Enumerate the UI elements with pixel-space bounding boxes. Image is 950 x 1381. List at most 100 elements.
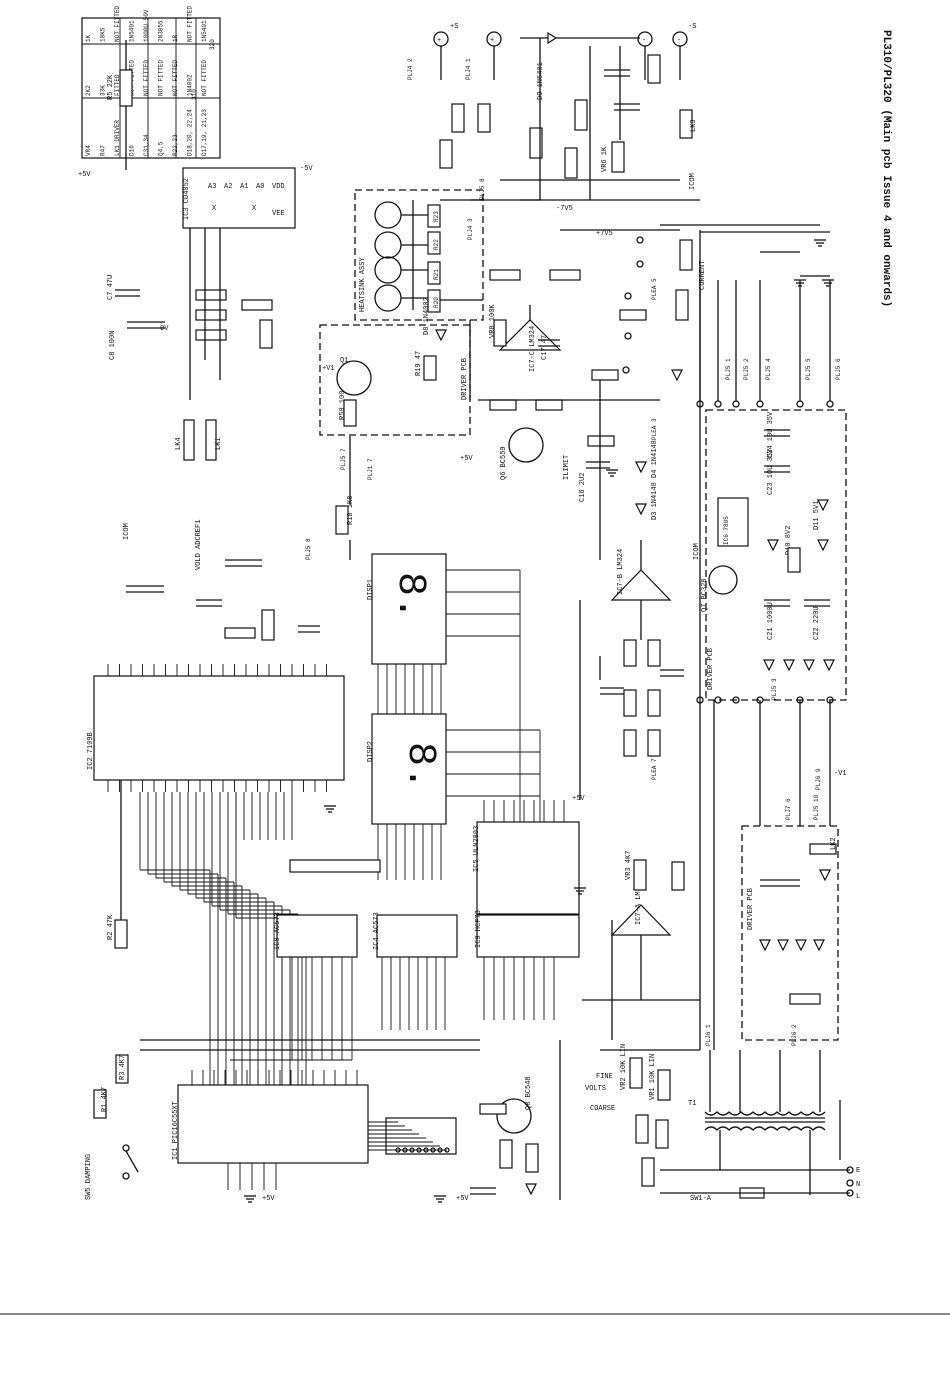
svg-text:Q1: Q1 <box>340 357 348 365</box>
svg-text:Q6 BC559: Q6 BC559 <box>500 446 508 480</box>
ic1-pic-microcontroller: IC1 PIC16C55XT <box>172 1070 369 1190</box>
svg-text:SW1-A: SW1-A <box>690 1195 712 1203</box>
svg-text:C22 220U: C22 220U <box>813 606 821 640</box>
table-cell: NOT FITTED <box>143 60 150 96</box>
power-rails <box>349 199 831 1200</box>
svg-text:+7V5: +7V5 <box>596 230 613 238</box>
sheet-title: PL310/PL320 (Main pcb Issue 4 and onward… <box>880 30 892 307</box>
svg-text:ICOM: ICOM <box>689 173 697 190</box>
svg-text:VEE: VEE <box>272 210 285 218</box>
svg-text:+5V: +5V <box>460 455 473 463</box>
connector-pin-label: PLEA 7 <box>651 758 658 780</box>
svg-text:-5V: -5V <box>300 165 313 173</box>
svg-text:DISP1: DISP1 <box>367 579 375 600</box>
ic5-bus-lines <box>483 800 565 1020</box>
connector-pin-label: PLJ5 10 <box>813 794 820 820</box>
ic5-uln2803: IC5 ULN2803 <box>473 821 580 915</box>
table-cell: NOT FITTED <box>172 60 179 96</box>
svg-text:Q7 BC328: Q7 BC328 <box>701 578 709 612</box>
table-cell: VR4 <box>85 145 92 156</box>
svg-text:VR2 10K LIN: VR2 10K LIN <box>620 1044 628 1090</box>
svg-text:IC2 7109B: IC2 7109B <box>87 732 95 770</box>
svg-text:N: N <box>856 1181 860 1189</box>
ic7a-opamp: IC7-A LM324 VR3 4K7 <box>610 851 685 1000</box>
table-cell: FITTED <box>114 74 121 96</box>
connector-pin-label: PLJ5 8 <box>305 538 312 560</box>
ground-symbols <box>244 239 834 1203</box>
driver-pcb-regulator: DRIVER PCB IC6 7805 Q7 BC328 C24 10U 35V… <box>701 409 847 701</box>
svg-text:E: E <box>856 1167 860 1175</box>
current-range-switch: CURRENT <box>591 236 707 382</box>
connector-pin-label: PLJ5 2 <box>743 358 750 380</box>
svg-text:DRIVER PCB: DRIVER PCB <box>747 888 755 930</box>
table-cell: NOT FITTED <box>187 6 194 42</box>
svg-text:D11 5V1: D11 5V1 <box>813 501 821 530</box>
connector-pin-label: PLJ7 6 <box>785 798 792 820</box>
svg-text:D8 1N4002: D8 1N4002 <box>423 297 431 335</box>
svg-text:R3 4K7: R3 4K7 <box>119 1055 127 1080</box>
svg-text:L: L <box>856 1193 860 1201</box>
heatsink-assembly: HEATSINK ASSY R23 R22 R21 R20 <box>354 189 484 321</box>
connector-pin-label: PLJ5 3 <box>771 678 778 700</box>
ic7c-opamp: IC7-C LM324 C17 47 VR8 100K <box>489 269 581 372</box>
svg-text:C7 47U: C7 47U <box>107 275 115 300</box>
svg-text:VR1 10K LIN: VR1 10K LIN <box>649 1054 657 1100</box>
svg-text:+5V: +5V <box>78 171 91 179</box>
svg-text:-V1: -V1 <box>834 770 847 778</box>
svg-text:IC7-A LM324: IC7-A LM324 <box>635 879 643 925</box>
table-cell: NOT FITTED <box>114 6 121 42</box>
svg-text:LK3: LK3 <box>690 119 698 132</box>
svg-text:IC9 HCF73: IC9 HCF73 <box>475 910 483 948</box>
svg-text:-7V5: -7V5 <box>556 205 573 213</box>
svg-text:ICOM: ICOM <box>123 523 131 540</box>
damping-switch-area: SW5 DAMPING R1 4K7 R3 4K7 R2 47K <box>85 780 139 1200</box>
svg-text:-S: -S <box>688 23 696 31</box>
svg-text:LK4: LK4 <box>175 437 183 450</box>
svg-text:+: + <box>437 37 441 45</box>
svg-text:A1: A1 <box>240 183 248 191</box>
rail-labels: +5V 0V -5V +7V5 -7V5 +V1 -V1 ICOM +5V +5… <box>78 165 847 1203</box>
svg-text:IC7-B LM324: IC7-B LM324 <box>617 549 625 595</box>
svg-text:HEATSINK ASSY: HEATSINK ASSY <box>359 257 367 312</box>
display-segment-lines <box>289 569 541 880</box>
table-cell: R22,23 <box>172 134 179 156</box>
svg-text:IC7-C LM324: IC7-C LM324 <box>529 326 537 372</box>
svg-text:IC5 ULN2803: IC5 ULN2803 <box>473 826 481 872</box>
svg-text:VR3 4K7: VR3 4K7 <box>625 851 633 880</box>
connector-pin-label: PLJ5 4 <box>765 358 772 380</box>
connector-pin-label: PLJ6 2 <box>791 1024 798 1046</box>
svg-text:C24 10U 35V: C24 10U 35V <box>767 411 775 458</box>
connector-pin-label: PLJ5 5 <box>805 358 812 380</box>
q8-transistor: Q8 BC548 <box>470 1076 539 1196</box>
svg-text:VR8 100K: VR8 100K <box>489 304 497 338</box>
centre-resistor-ladder <box>599 639 684 757</box>
svg-text:T1: T1 <box>688 1100 696 1108</box>
table-cell: 1N4002 <box>187 74 194 96</box>
svg-text:8.: 8. <box>387 572 432 620</box>
svg-text:IC4 AC573: IC4 AC573 <box>373 912 381 950</box>
svg-text:A0: A0 <box>256 183 264 191</box>
svg-text:C16 2U2: C16 2U2 <box>579 473 587 502</box>
svg-text:D4 1N4148: D4 1N4148 <box>651 440 659 478</box>
connector-pin-label: PLJ5 8 <box>479 178 486 200</box>
svg-text:A3: A3 <box>208 183 216 191</box>
svg-text:DRIVER PCB: DRIVER PCB <box>461 358 469 400</box>
table-cell: R47 <box>100 145 107 156</box>
svg-text:R22: R22 <box>433 239 440 250</box>
ic7b-opamp: IC7-B LM324 <box>610 540 672 640</box>
svg-text:X: X <box>212 205 217 213</box>
table-header: 320 <box>209 39 216 50</box>
svg-text:IC6 7805: IC6 7805 <box>723 516 730 545</box>
table-cell: 1R <box>172 34 179 42</box>
svg-text:IC1 PIC16C55XT: IC1 PIC16C55XT <box>172 1101 180 1160</box>
svg-text:CURRENT: CURRENT <box>699 261 707 290</box>
svg-text:IC8 AC573: IC8 AC573 <box>274 912 282 950</box>
svg-text:+5V: +5V <box>456 1195 469 1203</box>
svg-text:A2: A2 <box>224 183 232 191</box>
table-cell: 2K2 <box>85 85 92 96</box>
svg-text:R2 47K: R2 47K <box>107 914 115 940</box>
svg-text:VOLTS: VOLTS <box>585 1085 606 1093</box>
svg-text:R19 47: R19 47 <box>415 351 423 376</box>
svg-text:Q8 BC548: Q8 BC548 <box>525 1076 533 1110</box>
